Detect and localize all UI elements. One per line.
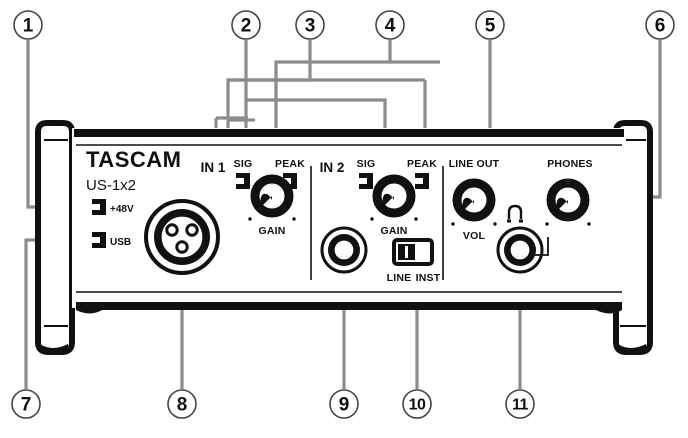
in2-jack-hole-edge xyxy=(333,239,355,261)
line-out-label: LINE OUT xyxy=(449,158,500,170)
phones-tick-right xyxy=(587,222,591,226)
gain2-tick-right xyxy=(414,217,418,221)
callout-9-number: 9 xyxy=(339,395,350,416)
panel-bottom-bevel xyxy=(76,302,622,310)
xlr-pin-1 xyxy=(165,223,179,237)
vol-knob-ring xyxy=(452,178,496,222)
sig2-label: SIG xyxy=(357,158,376,170)
usb-led[interactable] xyxy=(92,232,106,248)
callout-10-number: 10 xyxy=(409,397,426,414)
gain1-knob-ring xyxy=(250,174,294,218)
line-out-vol-knob[interactable] xyxy=(452,178,496,222)
headphone-icon xyxy=(507,204,523,223)
sig1-led xyxy=(236,173,250,189)
callout-6-number: 6 xyxy=(655,16,666,37)
xlr-pin-2 xyxy=(185,223,199,237)
callout-1-number: 1 xyxy=(23,16,34,37)
phantom-power-led[interactable] xyxy=(92,199,106,215)
model-name: US-1x2 xyxy=(86,177,136,194)
left-side-panel-inner xyxy=(44,139,68,327)
usb-led-body xyxy=(92,232,106,248)
xlr-input-jack[interactable] xyxy=(144,199,220,275)
callout-7-number: 7 xyxy=(21,395,32,416)
right-foot xyxy=(618,344,646,354)
line-inst-switch-groove xyxy=(405,246,408,258)
callout-7[interactable]: 7 xyxy=(11,389,41,419)
peak1-label: PEAK xyxy=(275,158,305,170)
sig2-led xyxy=(359,173,373,189)
gain1-tick-right xyxy=(292,217,296,221)
gain2-label: GAIN xyxy=(380,225,407,237)
callout-markers: 1 2 3 4 5 6 7 xyxy=(11,10,675,419)
vol-label: VOL xyxy=(463,230,486,242)
callout-8-number: 8 xyxy=(177,395,188,416)
callout-10[interactable]: 10 xyxy=(402,389,432,419)
phones-jack-outer xyxy=(496,226,544,274)
sig1-led-body xyxy=(236,173,250,189)
callout-8[interactable]: 8 xyxy=(167,389,197,419)
gain2-knob-pointer xyxy=(382,193,394,206)
phones-label: PHONES xyxy=(547,158,593,170)
xlr-inner-edge xyxy=(160,215,204,259)
phantom-power-led-body xyxy=(92,199,106,215)
phones-jack-hole-edge xyxy=(509,239,531,261)
gain1-tick-left xyxy=(248,217,252,221)
vol-tick-left xyxy=(451,222,455,226)
callout-4-number: 4 xyxy=(385,16,396,37)
gain2-knob-ring xyxy=(372,174,416,218)
in2-trs-jack[interactable] xyxy=(320,226,368,274)
callout-5[interactable]: 5 xyxy=(475,10,505,40)
phones-tick-left xyxy=(545,222,549,226)
switch-inst-label: INST xyxy=(416,272,441,284)
callout-11-number: 11 xyxy=(512,397,529,414)
phones-jack[interactable] xyxy=(496,226,544,274)
line-inst-switch-body xyxy=(392,238,434,266)
xlr-face xyxy=(161,216,203,258)
xlr-pin-3 xyxy=(175,240,189,254)
callout-5-number: 5 xyxy=(485,16,496,37)
panel-bottom-corner-left xyxy=(76,306,102,314)
gain1-knob-pointer xyxy=(260,193,272,206)
peak2-label: PEAK xyxy=(407,158,437,170)
callout-6[interactable]: 6 xyxy=(645,10,675,40)
panel-bottom-corner-right xyxy=(596,306,622,314)
xlr-outer-ring xyxy=(144,199,220,275)
callout-3-number: 3 xyxy=(305,16,316,37)
gain2-knob[interactable] xyxy=(372,174,416,218)
in2-jack-hole xyxy=(334,240,354,260)
vol-knob-pointer xyxy=(462,197,474,210)
usb-label: USB xyxy=(110,237,131,248)
switch-line-label: LINE xyxy=(387,272,412,284)
panel-top-bevel xyxy=(74,129,624,137)
gain1-knob[interactable] xyxy=(250,174,294,218)
callout-9[interactable]: 9 xyxy=(329,389,359,419)
in2-label: IN 2 xyxy=(320,160,345,175)
line-inst-switch[interactable] xyxy=(392,238,434,266)
sig2-led-body xyxy=(359,173,373,189)
gain2-tick-left xyxy=(370,217,374,221)
phantom-power-label: +48V xyxy=(110,204,134,215)
sig1-label: SIG xyxy=(234,158,253,170)
callout-11[interactable]: 11 xyxy=(505,389,535,419)
callout-1[interactable]: 1 xyxy=(13,10,43,40)
phones-knob-ring xyxy=(546,178,590,222)
left-side-panel xyxy=(35,120,75,355)
callout-4[interactable]: 4 xyxy=(375,10,405,40)
brand-logo: TASCAM xyxy=(86,147,181,172)
gain1-label: GAIN xyxy=(258,225,285,237)
peak2-led xyxy=(415,173,429,189)
callout-2-number: 2 xyxy=(241,16,252,37)
phones-knob-pointer xyxy=(556,197,568,210)
callout-3[interactable]: 3 xyxy=(295,10,325,40)
phones-jack-hole xyxy=(510,240,530,260)
callout-2[interactable]: 2 xyxy=(231,10,261,40)
phones-knob[interactable] xyxy=(546,178,590,222)
vol-tick-right xyxy=(493,222,497,226)
leader-line-4 xyxy=(274,40,392,178)
in1-label: IN 1 xyxy=(201,160,226,175)
peak2-led-body xyxy=(415,173,429,189)
in2-jack-outer xyxy=(320,226,368,274)
left-foot xyxy=(40,344,68,354)
